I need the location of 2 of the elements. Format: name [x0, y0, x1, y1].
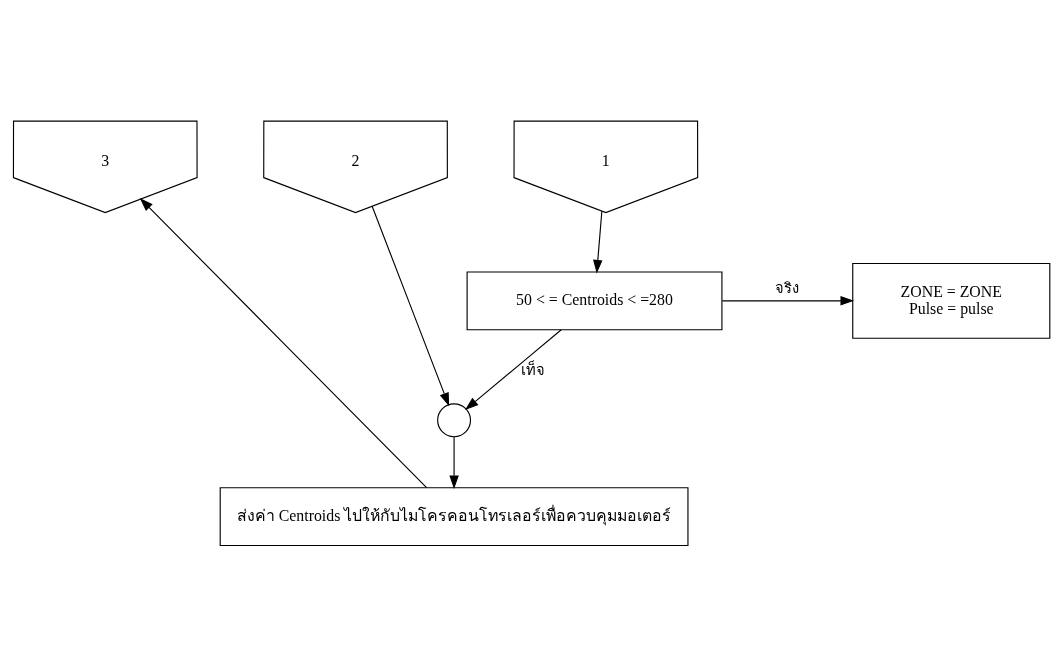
edge-label: เท็จ [520, 360, 545, 378]
edge-label: จริง [775, 278, 800, 296]
